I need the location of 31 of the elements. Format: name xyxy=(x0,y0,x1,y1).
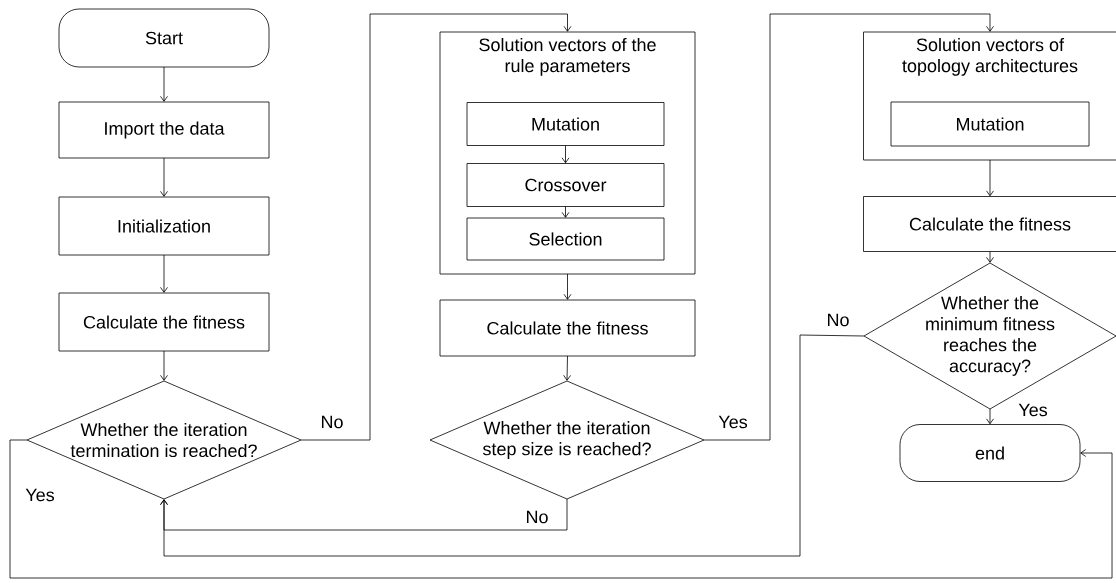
arrow xyxy=(160,66,168,102)
arrow xyxy=(563,355,571,381)
edge-label: Yes xyxy=(24,487,56,503)
arrow xyxy=(703,13,994,441)
process-box: Mutation xyxy=(466,102,665,146)
process-box: Mutation xyxy=(890,101,1090,147)
edge-label: No xyxy=(319,414,345,430)
process-box: Calculate the fitness xyxy=(863,196,1116,252)
arrow xyxy=(986,159,994,197)
process-box: Initialization xyxy=(58,196,270,256)
terminal-box: end xyxy=(899,424,1081,482)
arrow xyxy=(160,157,168,197)
arrow xyxy=(986,251,994,263)
process-box: Selection xyxy=(466,217,665,261)
arrow xyxy=(160,334,865,557)
edge-label: Yes xyxy=(717,414,749,430)
terminal-box: Start xyxy=(58,8,270,68)
arrow xyxy=(160,254,168,293)
process-box: Calculate the fitness xyxy=(439,299,696,357)
arrow xyxy=(561,206,570,218)
arrow xyxy=(300,13,572,441)
arrow xyxy=(561,145,570,164)
process-box: Import the data xyxy=(58,101,270,159)
edge-label: No xyxy=(524,509,550,525)
arrow xyxy=(160,350,168,381)
arrow xyxy=(986,408,994,425)
process-box: Calculate the fitness xyxy=(58,292,270,352)
arrow xyxy=(9,439,1113,579)
edge-label: No xyxy=(825,312,851,328)
process-box: Crossover xyxy=(466,163,665,207)
arrow xyxy=(563,273,572,300)
